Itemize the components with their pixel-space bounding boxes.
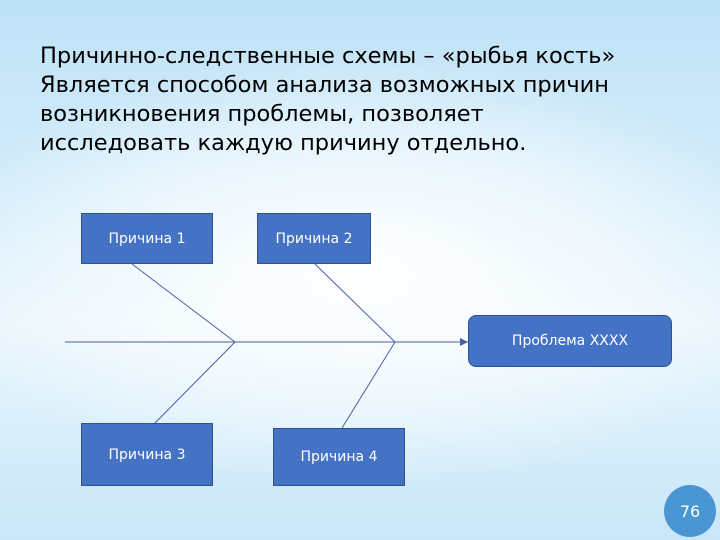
cause-label-4: Причина 4 [300, 449, 378, 465]
spine-arrowhead [460, 338, 468, 346]
branch-cause-4 [341, 341, 396, 429]
title-line-4: исследовать каждую причину отдельно. [40, 130, 527, 156]
title-line-1: Причинно-следственные схемы – «рыбья кос… [40, 43, 616, 69]
cause-box-3: Причина 3 [81, 423, 213, 486]
cause-label-1: Причина 1 [108, 230, 186, 247]
title-line-2: Является способом анализа возможных прич… [40, 72, 609, 98]
cause-label-3: Причина 3 [108, 446, 186, 463]
cause-box-4: Причина 4 [273, 428, 405, 486]
slide-title: Причинно-следственные схемы – «рыбья кос… [40, 42, 690, 158]
problem-label: Проблема XXXX [511, 333, 629, 349]
title-line-3: возникновения проблемы, позволяет [40, 101, 484, 127]
cause-box-2: Причина 2 [257, 213, 371, 264]
branch-cause-2 [314, 263, 396, 343]
cause-box-1: Причина 1 [81, 213, 213, 264]
page-number: 76 [679, 501, 701, 521]
branch-cause-1 [131, 263, 236, 343]
problem-box: Проблема XXXX [468, 315, 672, 367]
branch-cause-3 [154, 341, 236, 424]
page-number-badge: 76 [664, 485, 716, 537]
cause-label-2: Причина 2 [275, 230, 353, 247]
